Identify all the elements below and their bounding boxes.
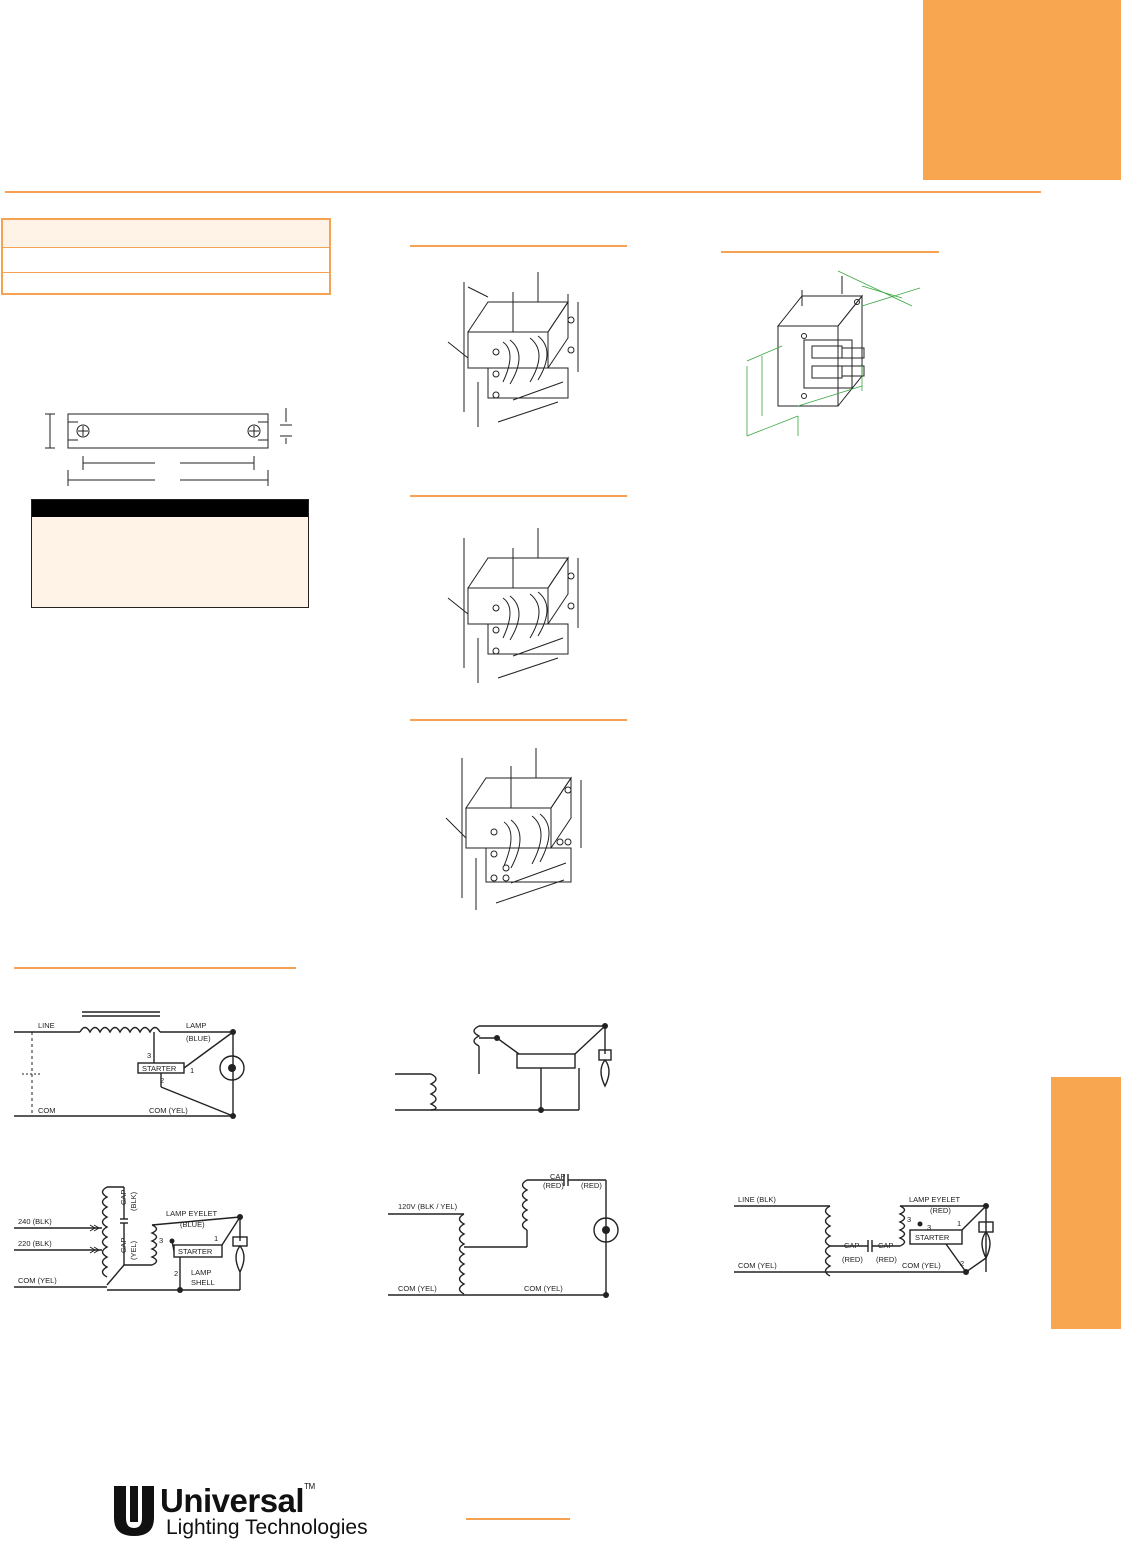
cap2-color-label: (RED) bbox=[876, 1255, 897, 1264]
section-rule bbox=[14, 967, 296, 969]
spec-table bbox=[1, 218, 331, 295]
pin-3-label: 3 bbox=[159, 1236, 163, 1245]
top-right-orange-tab bbox=[923, 0, 1121, 180]
pin-2-label: 2 bbox=[960, 1259, 964, 1268]
pin-1-label: 1 bbox=[957, 1219, 961, 1228]
spec-table-row bbox=[3, 273, 329, 293]
core-coil-drawing-1 bbox=[447, 272, 579, 427]
starter-label: STARTER bbox=[142, 1064, 177, 1073]
cap1-color-label: (RED) bbox=[842, 1255, 863, 1264]
section-rule bbox=[410, 719, 627, 721]
lamp-shell-label: LAMP bbox=[191, 1268, 211, 1277]
cap-blk-color-label: (BLK) bbox=[129, 1191, 138, 1211]
section-rule bbox=[410, 495, 627, 497]
pin-3b-label: 3 bbox=[927, 1223, 931, 1232]
cap-red-right-label: (RED) bbox=[581, 1181, 602, 1190]
header-rule bbox=[5, 191, 1041, 193]
wiring-diagram-5: LINE (BLK) CAP (RED) CAP (RED) LAMP EYEL… bbox=[734, 1195, 994, 1277]
brand-tagline: Lighting Technologies bbox=[166, 1516, 368, 1539]
core-coil-drawing-3 bbox=[445, 748, 582, 910]
240-label: 240 (BLK) bbox=[18, 1217, 52, 1226]
brand-name: Universal bbox=[160, 1482, 305, 1519]
cap-red-left-label: (RED) bbox=[543, 1181, 564, 1190]
core-coil-drawing-2 bbox=[447, 528, 579, 683]
220-label: 220 (BLK) bbox=[18, 1239, 52, 1248]
company-logo: UniversalTM Lighting Technologies bbox=[110, 1482, 390, 1542]
housing-isometric-drawing bbox=[746, 270, 921, 437]
com-yel-label: COM (YEL) bbox=[149, 1106, 188, 1115]
120v-label: 120V (BLK / YEL) bbox=[398, 1202, 458, 1211]
com-label: COM bbox=[38, 1106, 56, 1115]
cap-yel-color-label: (YEL) bbox=[129, 1240, 138, 1260]
lamp-eyelet-label: LAMP EYELET bbox=[909, 1195, 961, 1204]
starter-label: STARTER bbox=[178, 1247, 213, 1256]
pin-1-label: 1 bbox=[190, 1066, 194, 1075]
right-side-orange-tab bbox=[1051, 1077, 1121, 1329]
eyelet-color-label: (BLUE) bbox=[180, 1220, 205, 1229]
line-label: LINE bbox=[38, 1021, 55, 1030]
pin-2-label: 2 bbox=[174, 1269, 178, 1278]
pin-3a-label: 3 bbox=[907, 1215, 911, 1224]
notes-box bbox=[31, 499, 309, 608]
lamp-label: LAMP bbox=[186, 1021, 206, 1030]
wiring-diagram-2 bbox=[395, 1023, 612, 1113]
spec-table-row bbox=[3, 248, 329, 273]
pin-3-label: 3 bbox=[147, 1051, 151, 1060]
lamp-shell-label-2: SHELL bbox=[191, 1278, 215, 1287]
notes-box-header bbox=[32, 500, 308, 517]
section-rule bbox=[410, 245, 627, 247]
wiring-diagram-4: CAP (RED) (RED) 120V (BLK / YEL) COM (YE… bbox=[388, 1172, 619, 1298]
line-blk-label: LINE (BLK) bbox=[738, 1195, 776, 1204]
pin-1-label: 1 bbox=[214, 1234, 218, 1243]
com-right-label: COM (YEL) bbox=[902, 1261, 941, 1270]
pin-2-label: 2 bbox=[160, 1076, 164, 1085]
com-yel-label: COM (YEL) bbox=[18, 1276, 57, 1285]
cap-label: CAP bbox=[550, 1172, 565, 1181]
spec-table-header-row bbox=[3, 220, 329, 248]
com-left-label: COM (YEL) bbox=[738, 1261, 777, 1270]
wiring-diagram-3: CAP (BLK) CAP (YEL) 240 (BLK) 220 (BLK) … bbox=[14, 1186, 248, 1293]
wiring-diagram-1: LINE LAMP (BLUE) STARTER 3 2 1 COM COM (… bbox=[14, 1011, 245, 1119]
lamp-eyelet-label: LAMP EYELET bbox=[166, 1209, 218, 1218]
com-right-label: COM (YEL) bbox=[524, 1284, 563, 1293]
com-left-label: COM (YEL) bbox=[398, 1284, 437, 1293]
brand-trademark: TM bbox=[304, 1482, 315, 1491]
cap1-label: CAP bbox=[844, 1241, 859, 1250]
u-emblem-icon bbox=[114, 1486, 154, 1536]
starter-label: STARTER bbox=[915, 1233, 950, 1242]
lamp-color-label: (BLUE) bbox=[186, 1034, 211, 1043]
eyelet-color-label: (RED) bbox=[930, 1206, 951, 1215]
section-rule bbox=[466, 1518, 570, 1520]
cap2-label: CAP bbox=[878, 1241, 893, 1250]
section-rule bbox=[721, 251, 939, 253]
mounting-plate-drawing bbox=[45, 408, 292, 486]
